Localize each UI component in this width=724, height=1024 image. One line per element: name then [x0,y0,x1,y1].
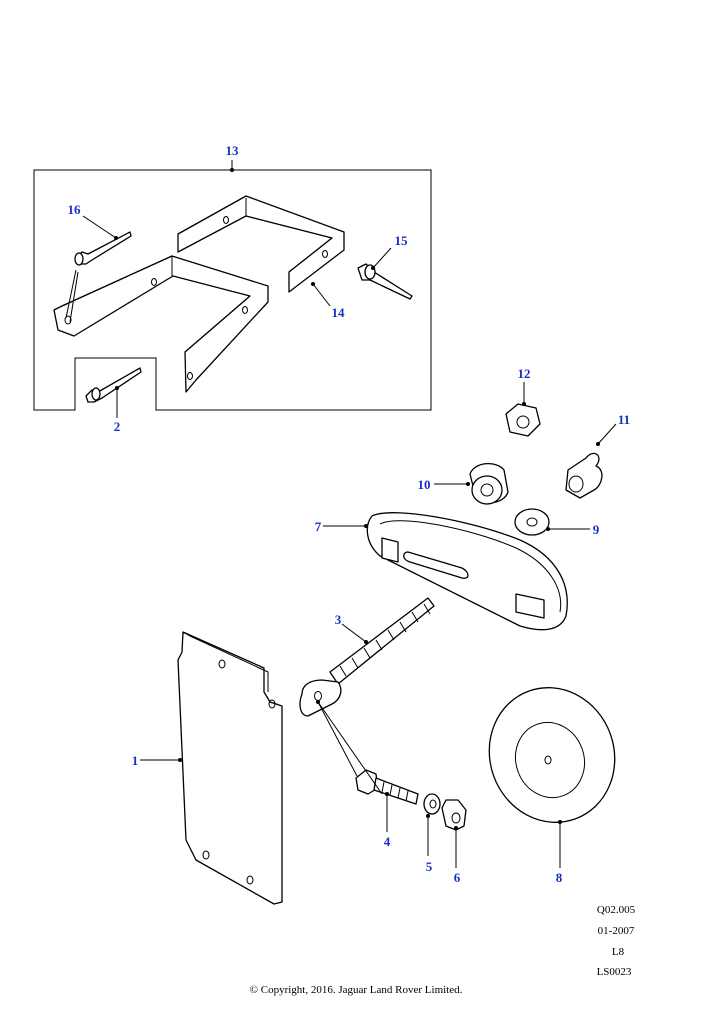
leader-dots [114,168,600,830]
nut-6 [441,799,467,831]
rivet-16 [74,231,132,266]
callout-3: 3 [335,612,342,627]
callout-11: 11 [618,412,630,427]
callout-14: 14 [332,305,346,320]
callout-8: 8 [556,870,563,885]
wing-nut-11 [565,452,603,499]
callout-15: 15 [395,233,409,248]
copyright-notice: © Copyright, 2016. Jaguar Land Rover Lim… [250,984,463,996]
callout-6: 6 [454,870,461,885]
callout-9: 9 [593,522,600,537]
callout-12: 12 [518,366,531,381]
kit-frame [33,169,432,411]
threaded-stud [299,597,435,717]
mounting-plate [177,631,283,905]
ref-date: 01-2007 [598,925,635,937]
callout-10: 10 [418,477,431,492]
callout-16: 16 [68,202,82,217]
carrier-arm [366,512,568,631]
cover-disc [488,687,616,823]
bracket-rear [177,195,345,293]
ref-sheet: LS0023 [597,966,632,978]
ref-code: Q02.005 [597,904,636,916]
callout-2: 2 [114,419,121,434]
rivet-2 [85,367,142,403]
callout-4: 4 [384,834,391,849]
callout-13: 13 [226,143,240,158]
rivet-15 [357,263,413,300]
nut-12 [505,403,541,437]
leader-lines [65,160,617,868]
bracket-front [53,255,269,393]
ref-level: L8 [612,946,625,958]
callout-5: 5 [426,859,433,874]
washer-9 [514,508,550,536]
callout-1: 1 [132,753,139,768]
callout-7: 7 [315,519,322,534]
spacer-10 [469,463,509,505]
washer-5 [423,793,441,815]
